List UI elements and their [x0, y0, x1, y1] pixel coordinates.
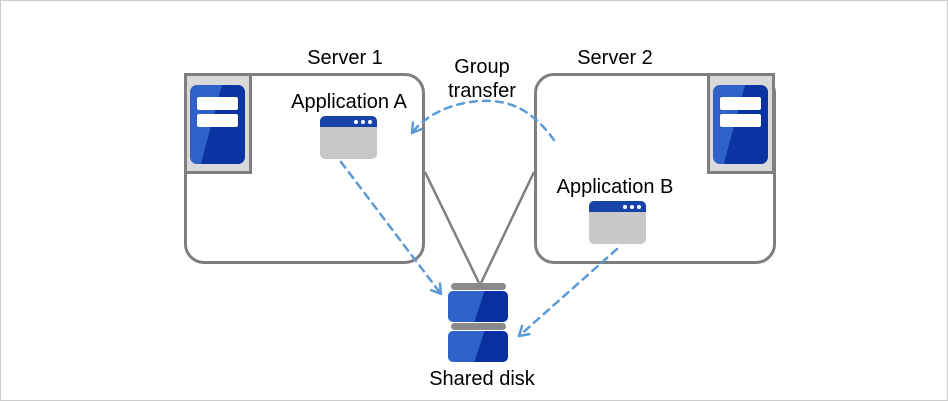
- window-dots-icon: [623, 205, 641, 209]
- disk-platter: [448, 291, 508, 322]
- tower-slot: [197, 114, 238, 127]
- window-titlebar: [589, 201, 646, 212]
- tower-slot: [720, 114, 761, 127]
- server1-icon-panel: [184, 73, 252, 174]
- group-transfer-arrow: [410, 99, 556, 142]
- window-titlebar: [320, 116, 377, 127]
- group-transfer-label: Group transfer: [448, 56, 516, 102]
- tower-slot: [720, 97, 761, 110]
- application-a-label: Application A: [291, 91, 407, 113]
- disk-bar: [451, 323, 506, 330]
- shared-disk-label: Shared disk: [429, 368, 535, 390]
- application-b-label: Application B: [556, 176, 674, 198]
- server1-label: Server 1: [307, 47, 383, 69]
- server2-label: Server 2: [577, 47, 653, 69]
- server2-icon-panel: [707, 73, 775, 174]
- app-a-window-icon: [320, 116, 377, 159]
- server-tower-icon: [190, 85, 245, 164]
- disk-bar: [451, 283, 506, 290]
- server1-to-disk-line: [423, 171, 481, 284]
- disk-platter: [448, 331, 508, 362]
- server-tower-icon: [713, 85, 768, 164]
- server2-to-disk-line: [479, 171, 536, 284]
- tower-slot: [197, 97, 238, 110]
- window-dots-icon: [354, 120, 372, 124]
- app-b-window-icon: [589, 201, 646, 244]
